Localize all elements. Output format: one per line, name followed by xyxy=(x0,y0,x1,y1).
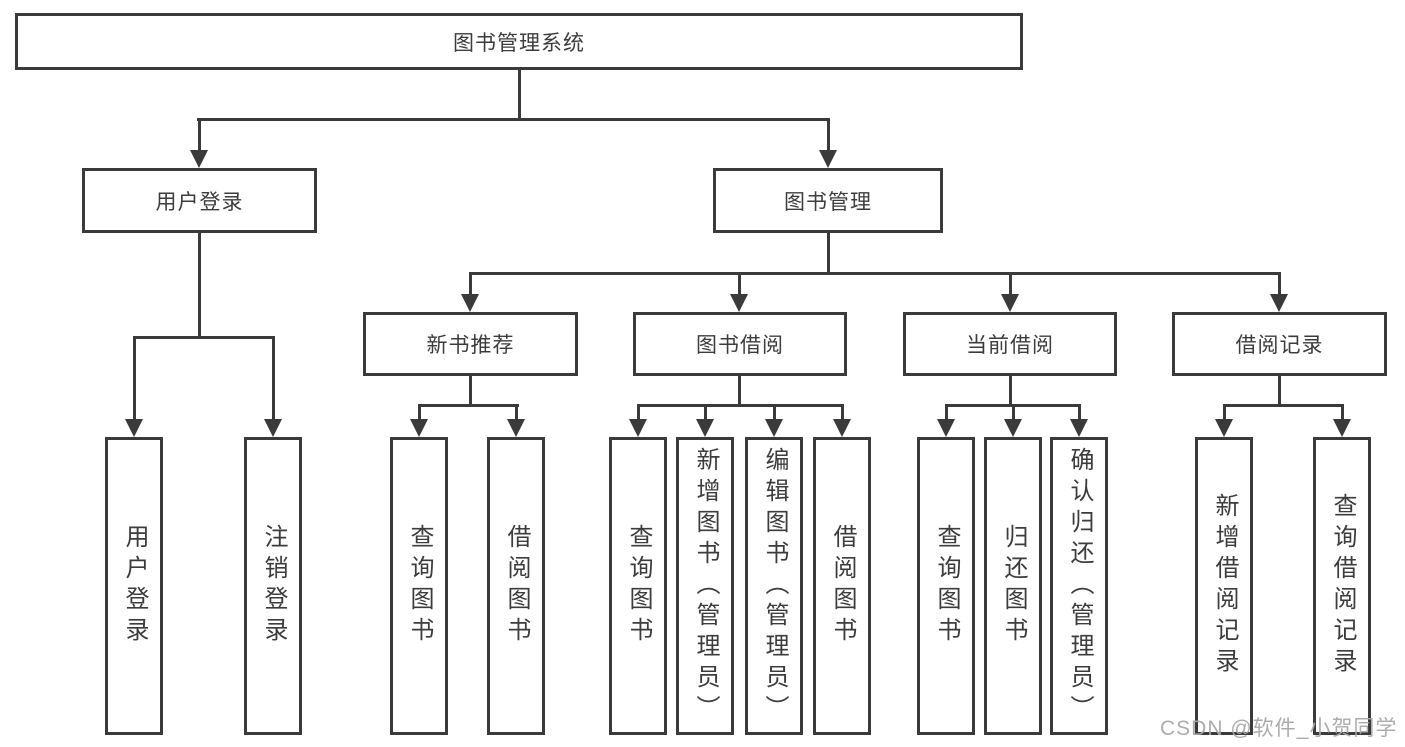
leaf-return-book: 归还图书 xyxy=(984,437,1042,735)
node-current-borrow: 当前借阅 xyxy=(903,312,1117,376)
connector-bb-child3-stub xyxy=(773,405,776,421)
connector-br-child2-stub xyxy=(1341,405,1344,421)
connector-cb-child3-stub xyxy=(1078,405,1081,421)
leaf-query-books-3-label: 查询图书 xyxy=(933,524,960,648)
arrow-to-leaf-add-book-admin xyxy=(696,419,714,437)
connector-new-book-hline xyxy=(418,404,519,407)
leaf-query-books-1: 查询图书 xyxy=(390,437,448,735)
arrow-to-new-book-recommend xyxy=(461,294,479,312)
arrow-to-leaf-query-books-3 xyxy=(937,419,955,437)
connector-leaf-logout-stub xyxy=(272,337,275,421)
leaf-confirm-return-admin-label: 确认归还（管理员） xyxy=(1066,446,1093,726)
node-root: 图书管理系统 xyxy=(15,13,1023,70)
connector-book-management-vline xyxy=(827,230,830,274)
connector-cb-child1-stub xyxy=(945,405,948,421)
leaf-edit-book-admin-label: 编辑图书（管理员） xyxy=(761,446,788,726)
node-book-management-label: 图书管理 xyxy=(784,190,872,214)
arrow-to-leaf-confirm-return xyxy=(1070,419,1088,437)
arrow-to-leaf-borrow-books-2 xyxy=(833,419,851,437)
leaf-return-book-label: 归还图书 xyxy=(1000,524,1027,648)
arrow-to-leaf-logout xyxy=(264,419,282,437)
arrow-to-book-borrow xyxy=(730,294,748,312)
connector-user-login-stub xyxy=(198,119,201,152)
connector-borrow-records-hline xyxy=(1223,404,1344,407)
node-borrow-records: 借阅记录 xyxy=(1172,312,1387,376)
arrow-to-current-borrow xyxy=(1001,294,1019,312)
arrow-to-leaf-borrow-books-1 xyxy=(507,419,525,437)
connector-current-borrow-stub xyxy=(1009,273,1012,296)
arrow-to-leaf-query-books-2 xyxy=(629,419,647,437)
arrow-to-leaf-user-login xyxy=(125,419,143,437)
connector-bb-child2-stub xyxy=(704,405,707,421)
node-current-borrow-label: 当前借阅 xyxy=(966,334,1054,357)
arrow-to-leaf-query-borrow-record xyxy=(1333,419,1351,437)
connector-user-login-vline xyxy=(198,230,201,338)
leaf-add-borrow-record: 新增借阅记录 xyxy=(1195,437,1253,735)
connector-new-book-stub xyxy=(469,273,472,296)
arrow-to-leaf-return-book xyxy=(1004,419,1022,437)
leaf-query-borrow-record: 查询借阅记录 xyxy=(1313,437,1371,735)
connector-borrow-records-vline xyxy=(1278,374,1281,406)
csdn-watermark: CSDN @软件_小贺同学 xyxy=(1160,717,1398,740)
connector-bb-child1-stub xyxy=(637,405,640,421)
leaf-query-books-2: 查询图书 xyxy=(609,437,667,735)
node-user-login-label: 用户登录 xyxy=(155,190,244,214)
arrow-to-user-login xyxy=(190,150,208,168)
leaf-query-books-1-label: 查询图书 xyxy=(406,524,433,648)
leaf-confirm-return-admin: 确认归还（管理员） xyxy=(1050,437,1108,735)
arrow-to-borrow-records xyxy=(1270,294,1288,312)
connector-leaf-user-login-stub xyxy=(133,337,136,421)
leaf-query-books-3: 查询图书 xyxy=(917,437,975,735)
arrow-to-leaf-add-borrow-record xyxy=(1215,419,1233,437)
arrow-to-leaf-query-books-1 xyxy=(410,419,428,437)
arrow-to-book-management xyxy=(819,150,837,168)
connector-nb-child2-stub xyxy=(515,405,518,421)
leaf-edit-book-admin: 编辑图书（管理员） xyxy=(745,437,803,735)
leaf-borrow-books-2-label: 借阅图书 xyxy=(829,524,856,648)
node-borrow-records-label: 借阅记录 xyxy=(1235,334,1324,357)
leaf-query-borrow-record-label: 查询借阅记录 xyxy=(1329,493,1356,679)
connector-book-borrow-stub xyxy=(738,273,741,296)
leaf-borrow-books-1-label: 借阅图书 xyxy=(503,524,530,648)
leaf-add-borrow-record-label: 新增借阅记录 xyxy=(1211,493,1238,679)
leaf-query-books-2-label: 查询图书 xyxy=(625,524,652,648)
connector-user-login-hline xyxy=(133,336,275,339)
node-root-label: 图书管理系统 xyxy=(453,31,585,55)
leaf-logout: 注销登录 xyxy=(244,437,302,735)
node-book-borrow-label: 图书借阅 xyxy=(696,334,784,357)
leaf-borrow-books-2: 借阅图书 xyxy=(813,437,871,735)
connector-new-book-vline xyxy=(469,374,472,406)
node-user-login: 用户登录 xyxy=(82,168,317,233)
leaf-user-login: 用户登录 xyxy=(105,437,163,735)
connector-book-borrow-vline xyxy=(738,374,741,406)
arrow-to-leaf-edit-book-admin xyxy=(765,419,783,437)
node-book-borrow: 图书借阅 xyxy=(633,312,847,376)
leaf-user-login-label: 用户登录 xyxy=(121,524,148,648)
connector-book-borrow-hline xyxy=(637,404,844,407)
node-new-book-recommend-label: 新书推荐 xyxy=(426,334,515,357)
node-new-book-recommend: 新书推荐 xyxy=(363,312,578,376)
connector-br-child1-stub xyxy=(1223,405,1226,421)
connector-bb-child4-stub xyxy=(841,405,844,421)
connector-borrow-records-stub xyxy=(1278,273,1281,296)
connector-cb-child2-stub xyxy=(1012,405,1015,421)
leaf-add-book-admin-label: 新增图书（管理员） xyxy=(692,446,719,726)
leaf-borrow-books-1: 借阅图书 xyxy=(487,437,545,735)
connector-root-vline xyxy=(518,70,521,121)
node-book-management: 图书管理 xyxy=(713,168,943,233)
connector-level2-hline xyxy=(197,118,830,121)
leaf-add-book-admin: 新增图书（管理员） xyxy=(676,437,734,735)
connector-nb-child1-stub xyxy=(418,405,421,421)
leaf-logout-label: 注销登录 xyxy=(260,524,287,648)
connector-level3-hline xyxy=(469,272,1281,275)
connector-book-management-stub xyxy=(827,119,830,152)
connector-current-borrow-vline xyxy=(1009,374,1012,406)
